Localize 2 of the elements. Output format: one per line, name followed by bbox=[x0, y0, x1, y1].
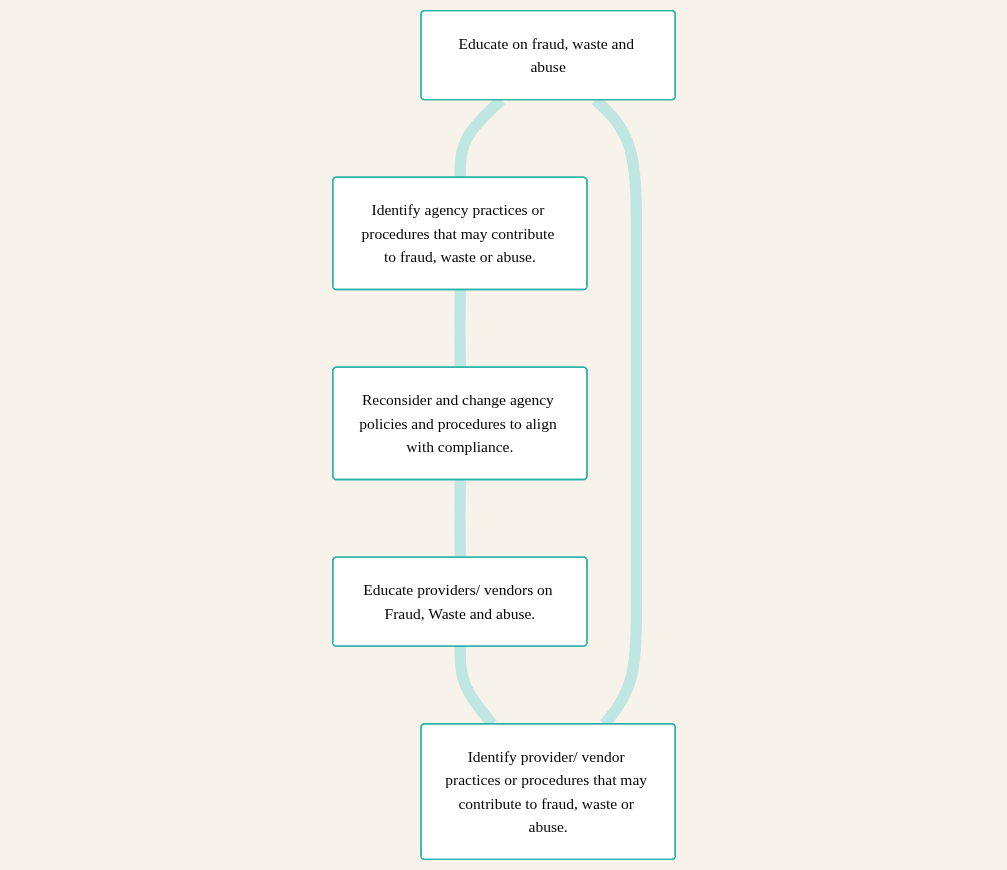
connector bbox=[453, 479, 466, 558]
connector bbox=[453, 289, 466, 368]
